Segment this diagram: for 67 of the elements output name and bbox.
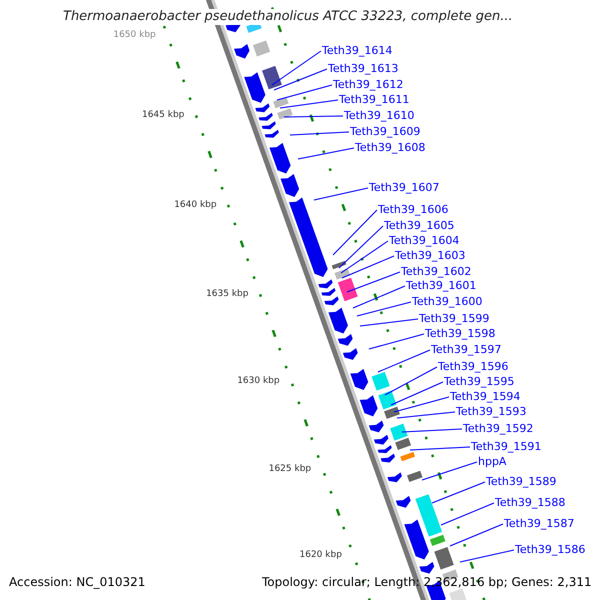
leader-line [338,226,384,268]
leader-line [284,116,344,118]
gene-label: Teth39_1588 [495,496,566,509]
gene-label: Teth39_1587 [504,517,574,530]
scale-label: 1620 kbp [300,550,342,561]
gene-label: Teth39_1589 [486,475,556,488]
gene-label: Teth39_1609 [350,125,420,138]
scale-label: 1630 kbp [237,376,280,387]
gene-label: Teth39_1602 [401,265,472,278]
gene-label: Teth39_1611 [339,93,410,106]
gene-label: Teth39_1608 [355,141,426,154]
leader-line [342,256,394,278]
leader-line [274,68,328,90]
leader-line [410,446,470,450]
leader-line [450,524,504,546]
leader-line [352,286,406,308]
leader-line [356,302,412,316]
gene-label: Teth39_1597 [431,343,502,356]
gene-label: Teth39_1612 [333,78,404,91]
leader-line [368,334,424,350]
gene-label: Teth39_1596 [438,360,508,373]
gene-label: Teth39_1599 [419,312,490,325]
leader-line [332,210,378,256]
leader-line [360,318,418,326]
gene-label: Teth39_1586 [515,543,586,556]
leader-line [340,240,388,274]
scale-label: 1625 kbp [268,464,312,475]
leader-line [378,350,430,372]
leader-line [314,188,368,200]
gene-label: Teth39_1598 [425,327,496,340]
gene-label: Teth39_1613 [328,62,398,75]
gene-label: Teth39_1610 [344,109,414,122]
leader-line [276,84,332,100]
gene-label: hppA [478,455,506,468]
scale-label: 1635 kbp [206,289,248,300]
gene-label: Teth39_1595 [444,375,514,388]
leader-line [272,50,322,86]
gene-label: Teth39_1607 [369,181,440,194]
leader-line [280,100,338,108]
footer-text: Accession: NC_010321 [9,575,146,589]
leader-line [390,382,444,406]
leader-line [432,482,486,504]
leader-line [290,132,350,136]
gene-label: Teth39_1614 [322,44,392,57]
leader-line [460,550,514,562]
gene-label: Teth39_1601 [406,279,476,292]
scale-label: 1650 kbp [113,30,156,41]
gene-label: Teth39_1604 [389,234,460,247]
map-title: Thermoanaerobacter pseudethanolicus ATCC 33223, complete gen... [63,9,513,25]
leader-line [402,428,462,432]
scale-label: 1645 kbp [142,110,184,121]
scale-label: 1640 kbp [174,200,217,211]
gene-label: Teth39_1591 [471,440,542,453]
leader-line [422,462,478,480]
leader-line [440,502,494,526]
leader-line [298,148,354,160]
leader-line [346,272,400,292]
leader-line [396,412,456,418]
gene-label: Teth39_1592 [463,422,534,435]
gene-label: Teth39_1603 [395,249,466,262]
leader-line [384,366,438,396]
leader-line [394,396,450,412]
gene-label: Teth39_1605 [384,219,454,232]
gene-label: Teth39_1593 [456,405,526,418]
gene-label: Teth39_1594 [450,390,520,403]
gene-label: Teth39_1600 [412,295,482,308]
gene-label: Teth39_1606 [378,203,448,216]
